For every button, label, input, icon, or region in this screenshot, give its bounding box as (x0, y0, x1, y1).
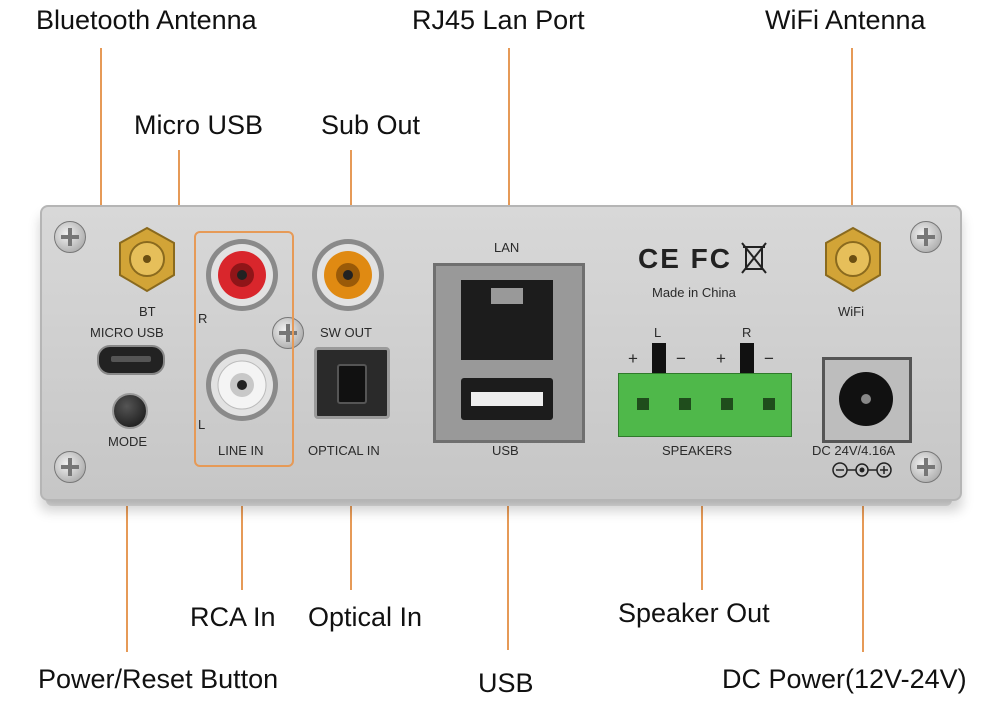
screw-icon (54, 221, 86, 253)
screw-icon (272, 317, 304, 349)
callout-usb: USB (478, 668, 534, 698)
callout-rj45-lan-port: RJ45 Lan Port (412, 5, 585, 35)
callout-rca-in: RCA In (190, 602, 276, 632)
rj45-line (508, 48, 510, 288)
dc-power-line (862, 420, 864, 652)
plus-sign: + (716, 349, 726, 368)
speaker-r-lever (740, 343, 754, 375)
screw-icon (910, 451, 942, 483)
optical-in-label: OPTICAL IN (308, 443, 380, 458)
plus-sign: + (628, 349, 638, 368)
power-button-line (126, 420, 128, 652)
micro-usb-port[interactable] (97, 345, 165, 375)
rca-r-label: R (198, 311, 208, 326)
dc-polarity-icon (832, 462, 892, 478)
device-rear-panel: BT MICRO USB MODE R L LINE IN SW OUT OPT… (40, 205, 962, 501)
usb-line (507, 418, 509, 650)
lan-usb-bay (433, 263, 585, 443)
callout-wifi-antenna: WiFi Antenna (765, 5, 926, 35)
rj45-port[interactable] (461, 280, 553, 360)
rca-l-label: L (198, 417, 206, 432)
made-in-label: Made in China (652, 285, 736, 300)
bt-label: BT (139, 304, 156, 319)
speaker-terminal-block[interactable] (618, 373, 792, 437)
wifi-label: WiFi (838, 304, 864, 319)
minus-sign: − (676, 349, 686, 368)
callout-speaker-out: Speaker Out (618, 598, 770, 628)
rca-left-jack[interactable] (204, 347, 280, 423)
callout-dc-power: DC Power(12V-24V) (722, 664, 967, 694)
speakers-r-label: R (742, 325, 752, 340)
callout-sub-out: Sub Out (321, 110, 421, 140)
callout-power-reset-button: Power/Reset Button (38, 664, 279, 694)
callout-bluetooth-antenna: Bluetooth Antenna (36, 5, 257, 35)
callout-micro-usb: Micro USB (134, 110, 264, 140)
screw-icon (910, 221, 942, 253)
speakers-label: SPEAKERS (662, 443, 733, 458)
sub-out-line (350, 150, 352, 250)
sw-out-label: SW OUT (320, 325, 372, 340)
sub-out-jack[interactable] (310, 237, 386, 313)
callout-optical-in: Optical In (308, 602, 423, 632)
dc-rating-label: DC 24V/4.16A (812, 443, 896, 458)
rca-in-line (241, 462, 243, 590)
screw-icon (54, 451, 86, 483)
line-in-group (194, 231, 294, 467)
bluetooth-antenna-connector (119, 226, 175, 293)
speaker-l-lever (652, 343, 666, 375)
lan-label: LAN (494, 240, 520, 255)
optical-in-port[interactable] (314, 347, 390, 419)
wifi-antenna-connector (825, 226, 881, 293)
usb-label: USB (492, 443, 519, 458)
weee-bin-icon (741, 242, 767, 274)
cert-marks: CE FC (638, 243, 732, 274)
mode-button[interactable] (112, 393, 148, 429)
usb-port[interactable] (461, 378, 553, 420)
rca-right-jack[interactable] (204, 237, 280, 313)
bluetooth-antenna-line (100, 48, 102, 256)
minus-sign: − (764, 349, 774, 368)
wifi-antenna-line (851, 48, 853, 242)
mode-label: MODE (108, 434, 147, 449)
speakers-l-label: L (654, 325, 662, 340)
dc-power-jack[interactable] (822, 357, 912, 443)
micro-usb-label: MICRO USB (90, 325, 164, 340)
line-in-label: LINE IN (218, 443, 264, 458)
